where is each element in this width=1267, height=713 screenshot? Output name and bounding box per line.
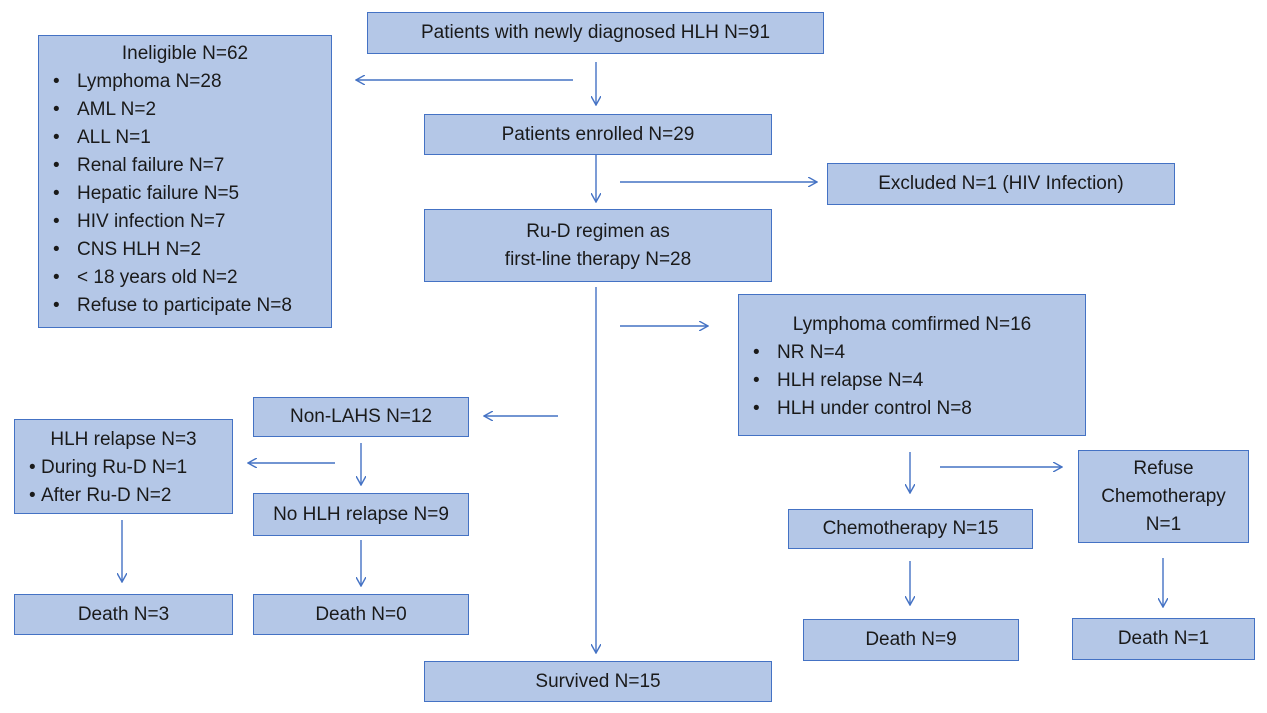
list-item: During Ru-D N=1 <box>15 454 232 482</box>
box-no-hlh-relapse-text: No HLH relapse N=9 <box>273 503 449 525</box>
list-item: AML N=2 <box>39 96 331 124</box>
box-enrolled-text: Patients enrolled N=29 <box>501 123 695 145</box>
refuse-line-1: Refuse <box>1133 457 1194 479</box>
box-newly-diagnosed-text: Patients with newly diagnosed HLH N=91 <box>420 22 771 43</box>
regimen-line-1: Ru-D regimen as <box>526 220 670 242</box>
box-regimen: Ru-D regimen as first-line therapy N=28 <box>424 209 772 282</box>
box-death-refuse: Death N=1 <box>1072 618 1255 660</box>
list-item: HLH under control N=8 <box>739 395 1085 423</box>
lymphoma-list: NR N=4 HLH relapse N=4 HLH under control… <box>739 339 1085 423</box>
box-refuse-chemotherapy: Refuse Chemotherapy N=1 <box>1078 450 1249 543</box>
box-non-lahs-text: Non-LAHS N=12 <box>289 406 433 427</box>
list-item: ALL N=1 <box>39 124 331 152</box>
box-lymphoma-confirmed: Lymphoma comfirmed N=16 NR N=4 HLH relap… <box>738 294 1086 436</box>
relapse-title: HLH relapse N=3 <box>50 429 197 450</box>
box-survived-text: Survived N=15 <box>535 670 661 692</box>
list-item: Refuse to participate N=8 <box>39 292 331 320</box>
box-death-chemo-text: Death N=9 <box>865 629 957 650</box>
box-excluded-text: Excluded N=1 (HIV Infection) <box>878 173 1124 194</box>
box-survived: Survived N=15 <box>424 661 772 702</box>
box-no-hlh-relapse: No HLH relapse N=9 <box>253 493 469 536</box>
list-item: CNS HLH N=2 <box>39 236 331 264</box>
refuse-line-3: N=1 <box>1145 513 1182 535</box>
box-chemotherapy: Chemotherapy N=15 <box>788 509 1033 549</box>
refuse-line-2: Chemotherapy <box>1101 485 1226 507</box>
ineligible-list: Lymphoma N=28 AML N=2 ALL N=1 Renal fail… <box>39 68 331 320</box>
lymphoma-title: Lymphoma comfirmed N=16 <box>792 314 1032 335</box>
box-excluded: Excluded N=1 (HIV Infection) <box>827 163 1175 205</box>
box-death-no-relapse: Death N=0 <box>253 594 469 635</box>
box-hlh-relapse: HLH relapse N=3 During Ru-D N=1 After Ru… <box>14 419 233 514</box>
box-non-lahs: Non-LAHS N=12 <box>253 397 469 437</box>
list-item: < 18 years old N=2 <box>39 264 331 292</box>
list-item: Renal failure N=7 <box>39 152 331 180</box>
box-death-relapse-text: Death N=3 <box>77 603 170 625</box>
list-item: After Ru-D N=2 <box>15 482 232 510</box>
box-death-relapse: Death N=3 <box>14 594 233 635</box>
ineligible-title: Ineligible N=62 <box>121 43 249 64</box>
list-item: NR N=4 <box>739 339 1085 367</box>
regimen-line-2: first-line therapy N=28 <box>504 248 692 270</box>
list-item: Hepatic failure N=5 <box>39 180 331 208</box>
relapse-list: During Ru-D N=1 After Ru-D N=2 <box>15 454 232 510</box>
box-chemotherapy-text: Chemotherapy N=15 <box>822 518 999 539</box>
box-enrolled: Patients enrolled N=29 <box>424 114 772 155</box>
box-newly-diagnosed: Patients with newly diagnosed HLH N=91 <box>367 12 824 54</box>
box-ineligible: Ineligible N=62 Lymphoma N=28 AML N=2 AL… <box>38 35 332 328</box>
list-item: Lymphoma N=28 <box>39 68 331 96</box>
list-item: HLH relapse N=4 <box>739 367 1085 395</box>
box-death-chemo: Death N=9 <box>803 619 1019 661</box>
list-item: HIV infection N=7 <box>39 208 331 236</box>
box-death-no-relapse-text: Death N=0 <box>315 603 407 625</box>
box-death-refuse-text: Death N=1 <box>1117 628 1210 649</box>
